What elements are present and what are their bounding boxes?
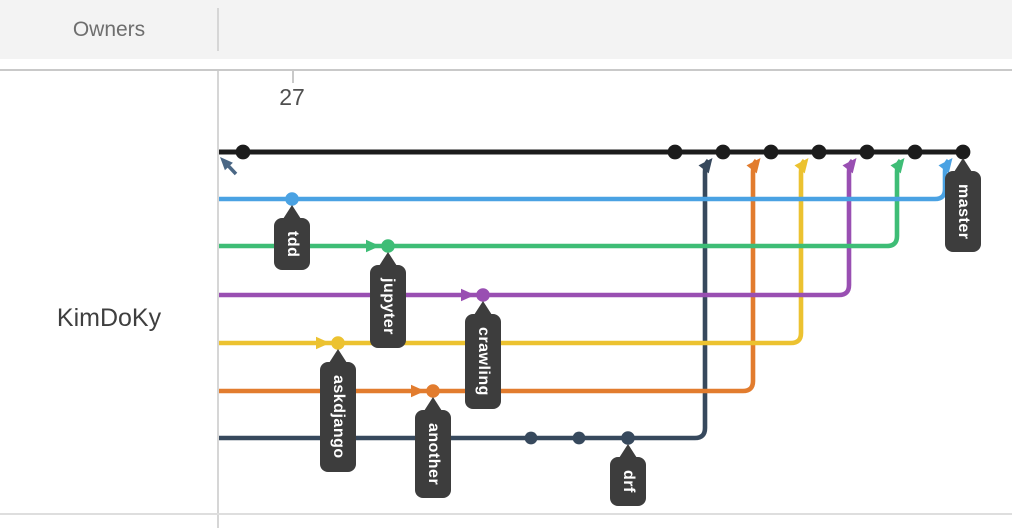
offscreen-history-arrow-icon — [220, 157, 233, 171]
commit-dot-master[interactable] — [715, 144, 731, 160]
head-commit-dot-crawling[interactable] — [476, 288, 490, 302]
branch-label-text: askdjango — [320, 362, 356, 472]
commit-dot-drf[interactable] — [572, 431, 586, 445]
branch-label-crawling[interactable]: crawling — [465, 301, 501, 409]
commit-dot-master[interactable] — [235, 144, 251, 160]
merge-arrow-askdjango — [794, 158, 809, 174]
balloon-pointer-icon — [474, 301, 492, 315]
merge-arrow-tdd — [938, 158, 953, 174]
head-commit-dot-jupyter[interactable] — [381, 239, 395, 253]
merge-arrow-another — [746, 158, 761, 174]
branch-label-text: jupyter — [370, 265, 406, 348]
head-arrow-another — [411, 384, 425, 398]
commit-dot-drf[interactable] — [524, 431, 538, 445]
head-commit-dot-another[interactable] — [426, 384, 440, 398]
owner-name[interactable]: KimDoKy — [56, 304, 162, 332]
row-bottom-rule — [0, 513, 1012, 515]
header-bottom-rule — [0, 69, 1012, 71]
head-arrow-askdjango — [316, 336, 330, 350]
branch-label-tdd[interactable]: tdd — [274, 205, 310, 271]
balloon-pointer-icon — [379, 252, 397, 266]
commit-dot-master[interactable] — [811, 144, 827, 160]
branch-label-text: crawling — [465, 314, 501, 409]
balloon-pointer-icon — [619, 444, 637, 458]
branch-label-another[interactable]: another — [415, 397, 451, 499]
branch-label-text: master — [945, 171, 981, 253]
balloon-pointer-icon — [283, 205, 301, 219]
branch-label-text: another — [415, 410, 451, 499]
head-arrow-crawling — [461, 288, 475, 302]
branch-label-askdjango[interactable]: askdjango — [320, 349, 356, 472]
head-commit-dot-askdjango[interactable] — [331, 336, 345, 350]
commit-dot-master[interactable] — [955, 144, 971, 160]
branch-label-master[interactable]: master — [945, 158, 981, 253]
balloon-pointer-icon — [424, 397, 442, 411]
merge-arrow-jupyter — [890, 158, 905, 174]
branch-line-crawling — [219, 158, 855, 298]
header-column-divider — [217, 8, 219, 51]
commit-dot-master[interactable] — [763, 144, 779, 160]
commit-dot-master[interactable] — [907, 144, 923, 160]
commit-dot-master[interactable] — [859, 144, 875, 160]
balloon-pointer-icon — [329, 349, 347, 363]
head-arrow-jupyter — [366, 239, 380, 253]
timeline-tick-label: 27 — [279, 84, 305, 110]
table-header: Owners — [0, 0, 1012, 59]
branch-line-jupyter — [219, 158, 903, 249]
branch-label-text: tdd — [274, 218, 310, 271]
merge-arrow-drf — [698, 158, 713, 174]
merge-arrow-crawling — [842, 158, 857, 174]
balloon-pointer-icon — [954, 158, 972, 172]
owners-column-header: Owners — [72, 17, 146, 41]
branch-label-text: drf — [610, 457, 646, 506]
commit-dot-master[interactable] — [667, 144, 683, 160]
branch-label-jupyter[interactable]: jupyter — [370, 252, 406, 348]
offscreen-history-arrow-tail — [226, 164, 238, 176]
branch-line-tdd — [219, 158, 951, 202]
head-commit-dot-tdd[interactable] — [285, 192, 299, 206]
timeline-tick-mark — [292, 71, 294, 83]
branch-label-drf[interactable]: drf — [610, 444, 646, 506]
body-column-divider — [217, 71, 219, 528]
head-commit-dot-drf[interactable] — [621, 431, 635, 445]
